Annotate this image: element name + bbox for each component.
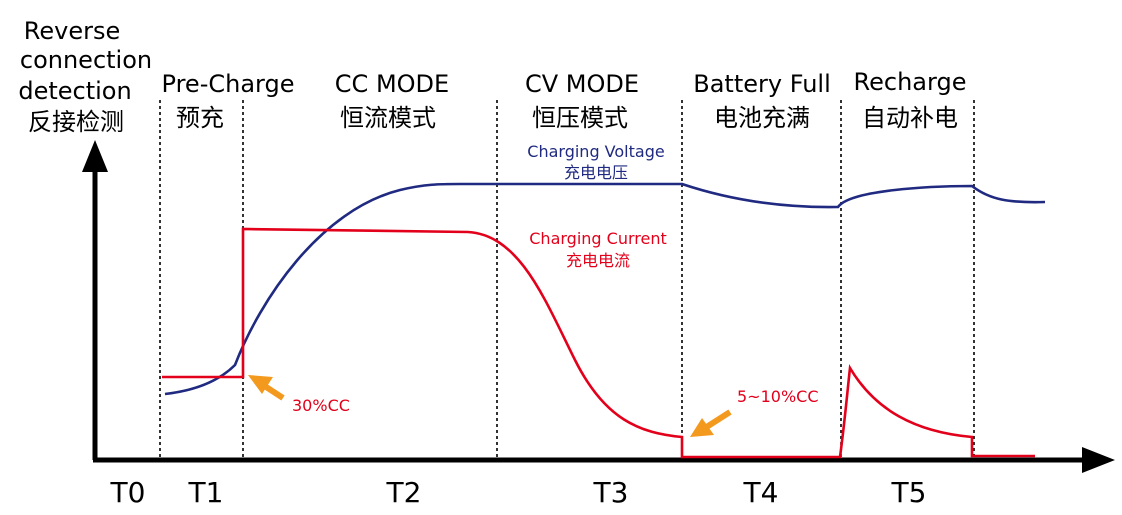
- current-label-en: Charging Current: [529, 229, 667, 248]
- time-labels: T0 T1 T2 T3 T4 T5: [110, 476, 927, 509]
- arrow-30cc: [248, 375, 285, 401]
- arrow-5-10cc-shaft: [703, 409, 732, 431]
- voltage-label-zh: 充电电压: [564, 163, 628, 182]
- phase-cc-en: CC MODE: [335, 70, 449, 98]
- time-label-t3: T3: [593, 476, 629, 509]
- phase-reverse-line-2: connection: [20, 46, 152, 74]
- time-label-t5: T5: [891, 476, 927, 509]
- phase-reverse-zh: 反接检测: [28, 108, 124, 136]
- time-label-t4: T4: [743, 476, 779, 509]
- phase-reverse-line-3: detection: [18, 77, 131, 105]
- phase-recharge-en: Recharge: [854, 68, 967, 96]
- phase-cv-en: CV MODE: [525, 70, 639, 98]
- phase-precharge-zh: 预充: [176, 104, 224, 132]
- phase-full-en: Battery Full: [693, 70, 831, 98]
- note-30cc: 30%CC: [292, 396, 350, 415]
- time-label-t0: T0: [110, 476, 146, 509]
- current-label-zh: 充电电流: [566, 251, 630, 270]
- phase-cc-zh: 恒流模式: [340, 104, 436, 132]
- phase-dividers: [159, 100, 975, 460]
- phase-cv-zh: 恒压模式: [532, 104, 628, 132]
- phase-reverse-line-1: Reverse: [24, 17, 120, 45]
- note-5-10cc: 5~10%CC: [737, 387, 819, 406]
- phase-titles: Reverse connection detection 反接检测 Pre-Ch…: [18, 17, 966, 136]
- voltage-curve: [164, 182, 1046, 396]
- time-label-t1: T1: [188, 476, 224, 509]
- voltage-label-en: Charging Voltage: [527, 142, 664, 161]
- arrow-5-10cc: [690, 409, 732, 437]
- phase-recharge-zh: 自动补电: [862, 104, 958, 132]
- current-curve: [162, 227, 1035, 459]
- phase-full-zh: 电池充满: [714, 104, 810, 132]
- y-axis-arrowhead: [82, 140, 108, 172]
- x-axis-arrowhead: [1082, 447, 1115, 473]
- arrow-5-10cc-head: [690, 418, 714, 437]
- phase-precharge-en: Pre-Charge: [162, 70, 295, 98]
- arrow-30cc-head: [248, 375, 273, 394]
- time-label-t2: T2: [386, 476, 422, 509]
